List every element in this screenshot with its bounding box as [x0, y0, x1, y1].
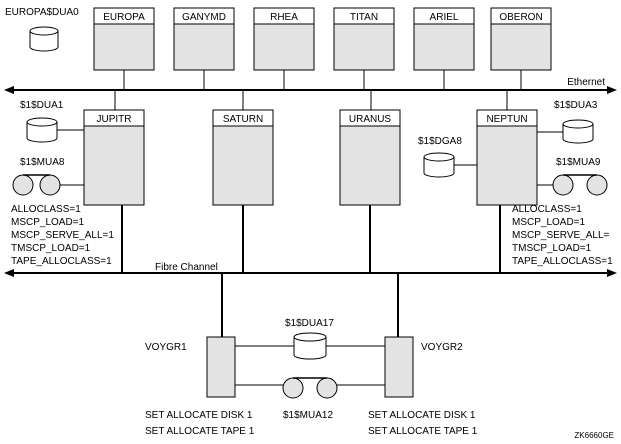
fibre-channel-label: Fibre Channel — [155, 262, 218, 273]
left-param: MSCP_LOAD=1 — [11, 217, 85, 228]
top-node-label: TITAN — [350, 12, 378, 23]
right-cmd: SET ALLOCATE TAPE 1 — [368, 426, 478, 437]
right-tape-label: $1$MUA9 — [556, 157, 601, 168]
right-disk1-icon — [537, 119, 594, 144]
mid-node-jupitr: JUPITR — [83, 90, 145, 273]
mid-node-label: NEPTUN — [486, 114, 527, 125]
top-node-label: RHEA — [270, 12, 298, 23]
left-disk-label: $1$DUA1 — [20, 100, 64, 111]
left-cmd: SET ALLOCATE DISK 1 — [145, 410, 253, 421]
mid-node-label: JUPITR — [97, 114, 132, 125]
bottom-tape-icon — [235, 377, 385, 399]
right-param: TMSCP_LOAD=1 — [512, 243, 592, 254]
left-cmd: SET ALLOCATE TAPE 1 — [145, 426, 255, 437]
top-node-label: EUROPA — [103, 12, 145, 23]
bottom-node-label: VOYGR1 — [145, 342, 187, 353]
left-param: ALLOCLASS=1 — [11, 204, 81, 215]
left-tape-icon — [12, 174, 84, 196]
top-node-ariel: ARIEL — [413, 7, 475, 90]
bottom-node-label: VOYGR2 — [421, 342, 463, 353]
top-node-label: OBERON — [499, 12, 542, 23]
top-node-label: GANYMD — [182, 12, 226, 23]
left-tape-label: $1$MUA8 — [20, 157, 65, 168]
right-param: MSCP_LOAD=1 — [512, 217, 586, 228]
right-cmd: SET ALLOCATE DISK 1 — [368, 410, 476, 421]
left-disk-icon — [26, 117, 84, 143]
left-param: MSCP_SERVE_ALL=1 — [11, 230, 114, 241]
mid-node-neptun: NEPTUN — [476, 90, 538, 273]
top-node-ganymd: GANYMD — [173, 7, 235, 90]
left-param: TAPE_ALLOCLASS=1 — [11, 256, 112, 267]
top-disk-label: EUROPA$DUA0 — [5, 7, 79, 18]
mid-node-saturn: SATURN — [212, 90, 274, 273]
bottom-disk-icon — [235, 332, 385, 360]
top-node-europa: EUROPA — [93, 7, 155, 90]
top-disk-icon — [29, 26, 59, 52]
mid-node-label: SATURN — [223, 114, 263, 125]
top-node-rhea: RHEA — [253, 7, 315, 90]
fibre-channel-bus — [4, 269, 617, 277]
ethernet-bus — [4, 86, 617, 94]
top-node-titan: TITAN — [333, 7, 395, 90]
right-param: TAPE_ALLOCLASS=1 — [512, 256, 613, 267]
right-disk2-label: $1$DGA8 — [418, 136, 462, 147]
mid-node-uranus: URANUS — [339, 90, 401, 273]
ethernet-label: Ethernet — [567, 77, 605, 88]
figure-id: ZK6660GE — [574, 431, 614, 440]
bottom-node-voygr1 — [206, 336, 236, 398]
right-disk1-label: $1$DUA3 — [554, 100, 598, 111]
right-param: MSCP_SERVE_ALL= — [512, 230, 610, 241]
right-disk2-icon — [423, 152, 477, 178]
bottom-disk-label: $1$DUA17 — [285, 318, 334, 329]
right-param: ALLOCLASS=1 — [512, 204, 582, 215]
top-node-label: ARIEL — [430, 12, 459, 23]
mid-node-label: URANUS — [349, 114, 392, 125]
bottom-node-voygr2 — [384, 336, 414, 398]
left-param: TMSCP_LOAD=1 — [11, 243, 91, 254]
bottom-tape-label: $1$MUA12 — [283, 410, 333, 421]
top-node-oberon: OBERON — [490, 7, 552, 90]
right-tape-icon — [537, 174, 608, 196]
